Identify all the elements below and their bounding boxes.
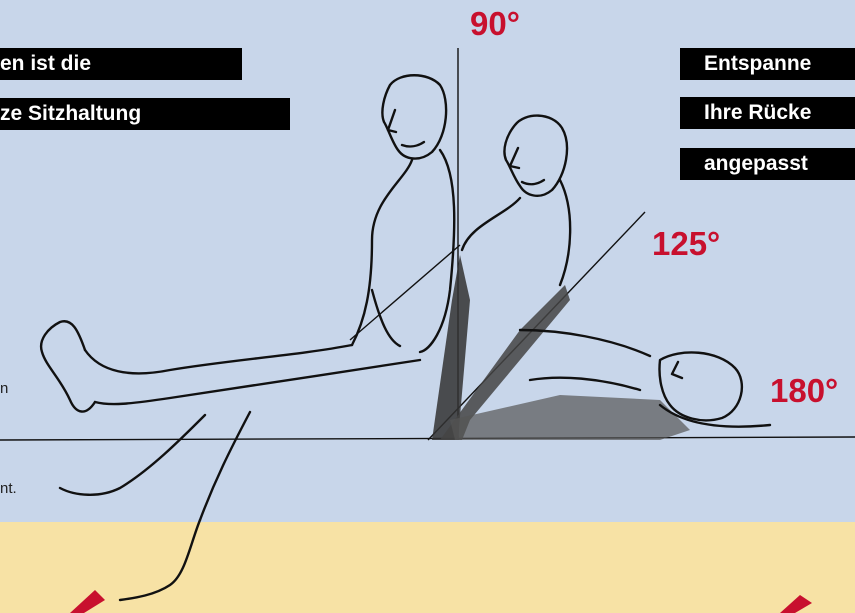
side-text-fragment-1: n: [0, 380, 8, 397]
angle-label-180-text: 180°: [770, 372, 838, 409]
surface-line: [0, 437, 855, 440]
red-accent-right: [780, 595, 812, 613]
right-label-line-3-text: angepasst: [704, 152, 808, 175]
angle-label-90-text: 90°: [470, 5, 520, 42]
angle-label-125-text: 125°: [652, 225, 720, 262]
left-label-line-1: en ist die: [0, 48, 242, 80]
left-label-line-2-text: ze Sitzhaltung: [0, 102, 141, 125]
right-label-line-1-text: Entspanne: [704, 52, 811, 75]
red-accent-left: [70, 590, 105, 613]
right-label-line-2-text: Ihre Rücke: [704, 101, 811, 124]
left-label-line-2: ze Sitzhaltung: [0, 98, 290, 130]
side-text-fragment-2: nt.: [0, 480, 17, 497]
angle-label-180: 180°: [770, 372, 838, 410]
side-text-fragment-1-text: n: [0, 380, 8, 397]
right-label-line-3: angepasst: [680, 148, 855, 180]
side-text-fragment-2-text: nt.: [0, 480, 17, 497]
figure-reclined: [462, 116, 570, 285]
angle-label-125: 125°: [652, 225, 720, 263]
right-label-line-2: Ihre Rücke: [680, 97, 855, 129]
left-label-line-1-text: en ist die: [0, 52, 91, 75]
angle-label-90: 90°: [470, 5, 520, 43]
backrest-hint-line: [350, 245, 460, 340]
figure-upright: [41, 75, 454, 600]
right-label-line-1: Entspanne: [680, 48, 855, 80]
